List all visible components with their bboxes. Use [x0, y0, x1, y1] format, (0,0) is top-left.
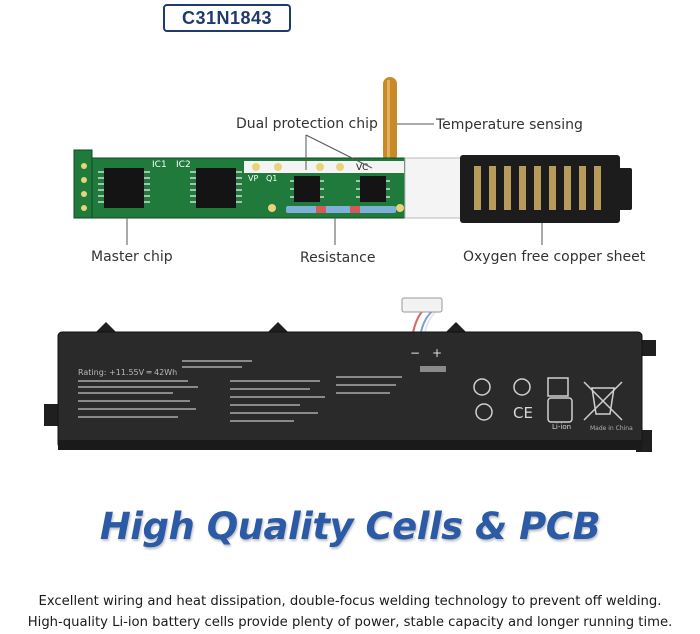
pcb-label-q1: Q1: [266, 174, 277, 183]
callout-resistance: Resistance: [300, 250, 376, 266]
caption-line-1: Excellent wiring and heat dissipation, d…: [38, 594, 662, 609]
regulatory-mark-icon: [547, 377, 569, 397]
made-in-label: Made in China: [590, 425, 633, 432]
pcb-label-ic1: IC1: [152, 160, 167, 170]
pcb-label-ic2: IC2: [176, 160, 191, 170]
pcb-label-vc: VC: [356, 163, 368, 173]
callout-dual-protection-chip: Dual protection chip: [236, 116, 378, 132]
recycle-li-ion-icon: [547, 397, 573, 423]
callout-copper-sheet: Oxygen free copper sheet: [463, 249, 646, 265]
terminal-plus: +: [432, 346, 442, 360]
master-chip: [98, 168, 242, 208]
ground-circle-icon: [513, 378, 531, 396]
li-ion-mark: Li-ion: [552, 423, 571, 431]
battery-rating: Rating: +11.55V ═ 42Wh: [78, 368, 177, 377]
caption-line-2: High-quality Li-ion battery cells provid…: [27, 615, 673, 630]
recycle-circle-icon: [473, 378, 491, 396]
copper-connector: [460, 155, 632, 223]
pcb-label-vp: VP: [248, 174, 258, 183]
dual-protection-chip: [290, 176, 390, 202]
model-badge: C31N1843: [163, 4, 291, 32]
callout-temperature-sensing: Temperature sensing: [436, 117, 583, 133]
temperature-sensor: [383, 77, 397, 162]
terminal-minus: −: [410, 346, 420, 360]
resistance: [286, 206, 396, 213]
headline: High Quality Cells & PCB: [99, 505, 601, 548]
ce-mark: CE: [513, 404, 533, 422]
pcb-board: IC1 IC2 VC VP Q1: [73, 149, 466, 219]
cert-circle-icon: [475, 403, 493, 421]
crossed-bin-icon: [583, 381, 623, 421]
callout-master-chip: Master chip: [91, 249, 173, 265]
battery-pack: Rating: +11.55V ═ 42Wh − + CE Li-ion: [44, 297, 656, 452]
